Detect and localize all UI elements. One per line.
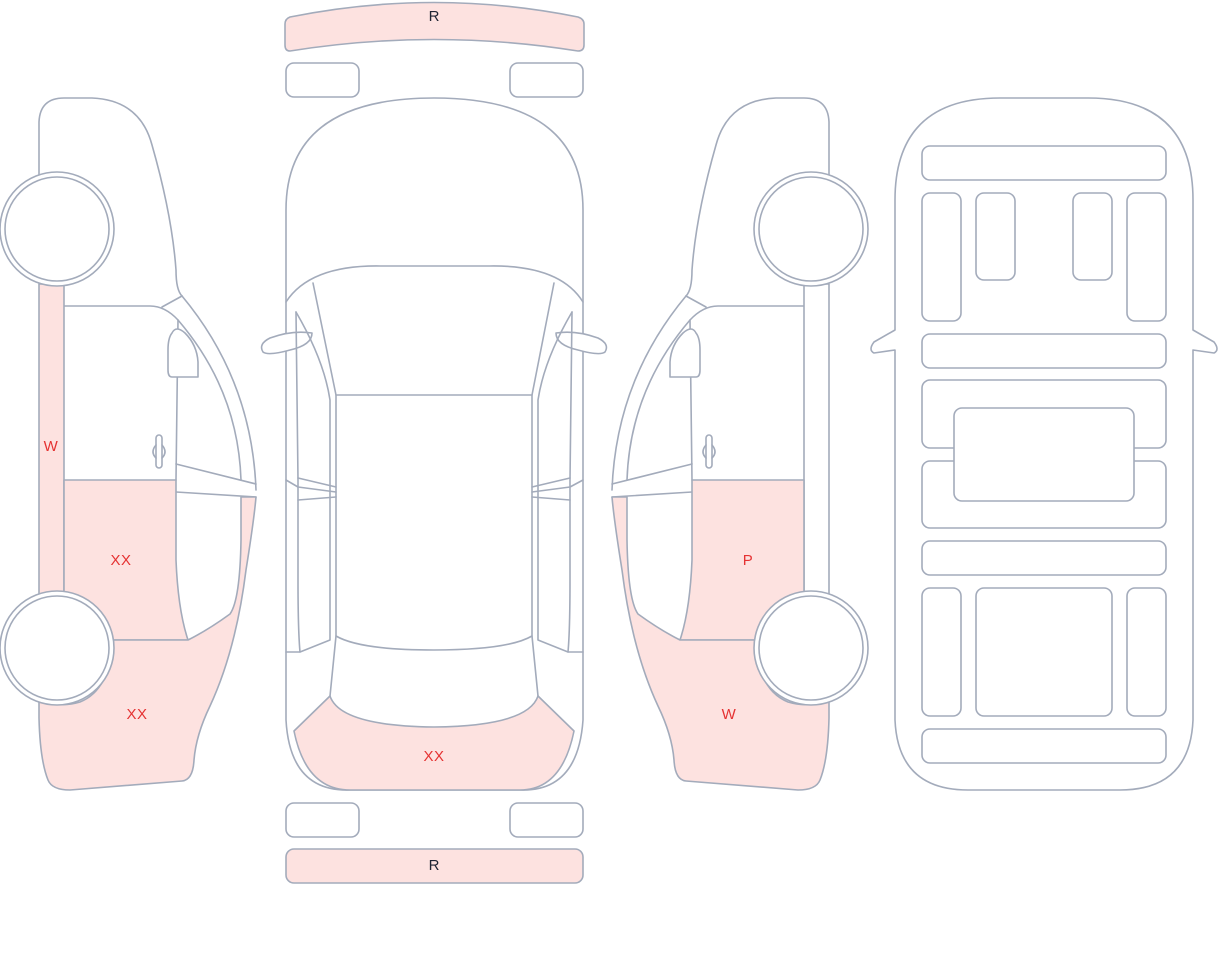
front-left-pillar-panel[interactable] xyxy=(921,192,962,322)
rear-left-light[interactable] xyxy=(285,802,360,838)
front-bumper[interactable]: R xyxy=(284,1,585,52)
top-right-mirror[interactable] xyxy=(555,331,608,355)
right-mirror[interactable] xyxy=(669,328,701,378)
left-rear-quarter-code: XX xyxy=(126,706,147,723)
front-right-light[interactable] xyxy=(509,62,584,98)
driver-seat[interactable] xyxy=(975,192,1016,281)
front-right-pillar-panel[interactable] xyxy=(1126,192,1167,322)
dashboard-panel[interactable] xyxy=(921,145,1167,181)
front-bumper-code: R xyxy=(429,8,440,25)
right-front-fender[interactable] xyxy=(685,97,830,297)
left-side-view: W XX XX xyxy=(0,97,257,791)
center-console[interactable] xyxy=(953,407,1135,502)
middle-crossbar-front[interactable] xyxy=(921,333,1167,369)
rear-right-pillar-panel[interactable] xyxy=(1126,587,1167,717)
left-rocker-code: W xyxy=(44,438,59,455)
rear-bumper-code: R xyxy=(429,857,440,874)
rear-crossbar[interactable] xyxy=(921,728,1167,764)
left-rear-door-code: XX xyxy=(110,552,131,569)
right-rear-quarter-code: W xyxy=(722,706,737,723)
passenger-seat[interactable] xyxy=(1072,192,1113,281)
left-rocker-panel[interactable] xyxy=(38,283,65,595)
interior-view xyxy=(870,97,1218,791)
top-left-mirror[interactable] xyxy=(260,331,313,355)
middle-crossbar-rear[interactable] xyxy=(921,540,1167,576)
front-left-light[interactable] xyxy=(285,62,360,98)
left-front-fender[interactable] xyxy=(38,97,183,297)
top-view: XX xyxy=(260,97,608,791)
top-body-outline xyxy=(285,97,584,791)
tailgate-code: XX xyxy=(423,748,444,765)
right-door-handle[interactable] xyxy=(705,434,713,469)
rear-right-light[interactable] xyxy=(509,802,584,838)
right-rocker-panel[interactable] xyxy=(803,283,830,595)
rear-bumper[interactable]: R xyxy=(285,848,584,884)
tailgate[interactable] xyxy=(293,695,575,791)
left-door-handle[interactable] xyxy=(155,434,163,469)
rear-left-pillar-panel[interactable] xyxy=(921,587,962,717)
cargo-area[interactable] xyxy=(975,587,1113,717)
right-rear-door-code: P xyxy=(743,552,754,569)
right-side-view: P W xyxy=(611,97,869,791)
left-mirror[interactable] xyxy=(167,328,199,378)
